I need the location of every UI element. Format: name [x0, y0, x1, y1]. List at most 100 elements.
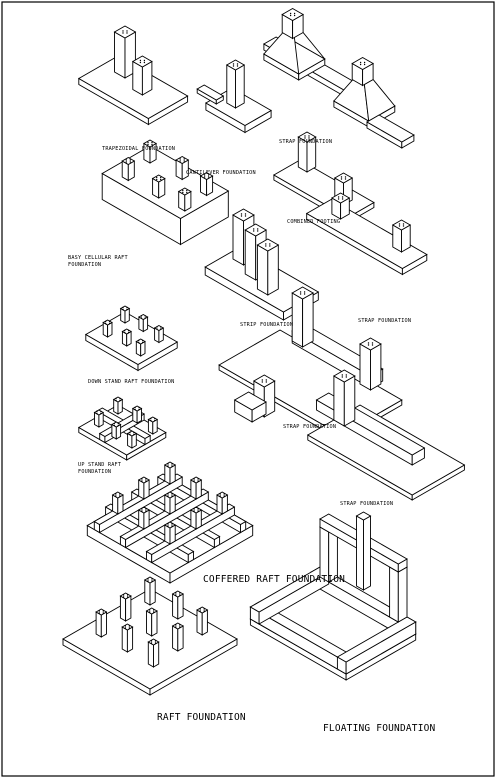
top-face: [391, 219, 412, 231]
label-raft: RAFT FOUNDATION: [157, 712, 246, 723]
front-face: [389, 566, 399, 623]
hatch-dot: [367, 342, 370, 344]
hatch-dot: [144, 317, 146, 319]
front-face: [147, 641, 154, 668]
top-face: [142, 139, 158, 148]
hatch-dot: [179, 594, 181, 596]
hatch-dot: [104, 322, 107, 325]
side-face: [177, 625, 184, 652]
hatch-dot: [122, 30, 124, 32]
raft-column-2: [196, 606, 209, 636]
hatch-dot: [126, 306, 128, 309]
hatch-dot: [138, 408, 140, 411]
label-strap-mid-right: STRAP FOUNDATION: [358, 318, 412, 324]
hatch-dot: [240, 215, 243, 217]
hatch-dot: [126, 32, 128, 34]
hatch-dot: [261, 381, 263, 383]
hatch-dot: [149, 609, 151, 611]
hatch-dot: [340, 176, 343, 178]
label-trapezoidal: TRAPEZOIDAL FOUNDATION: [102, 146, 176, 152]
raft-column-3: [119, 592, 132, 622]
hatch-dot: [367, 344, 370, 346]
top-face: [145, 607, 158, 615]
hatch-dot: [359, 63, 362, 66]
hatch-dot: [344, 178, 347, 180]
hatch-dot: [289, 12, 292, 15]
down-stand-raft-column-4: [121, 328, 133, 347]
hatch-dot: [96, 412, 98, 415]
front-face: [114, 31, 126, 79]
hatch-dot: [151, 578, 153, 580]
hatch-dot: [102, 612, 105, 614]
hatch-dot: [371, 342, 374, 344]
down-stand-raft-column-2: [153, 324, 165, 344]
top-face: [177, 187, 192, 196]
side-face: [302, 292, 314, 348]
down-stand-raft-column-0: [119, 305, 131, 324]
hatch-dot: [337, 198, 340, 200]
isometric-foundations: [62, 7, 466, 696]
front-face: [244, 229, 257, 281]
hatch-dot: [193, 480, 195, 482]
hatch-dot: [308, 135, 310, 137]
top-face: [225, 59, 246, 71]
hatch-dot: [133, 431, 135, 434]
top-face: [330, 192, 351, 204]
top-face: [189, 476, 203, 484]
hatch-dot: [303, 291, 306, 293]
hatch-dot: [143, 61, 146, 64]
hatch-dot: [236, 63, 239, 65]
hatch-dot: [145, 510, 147, 512]
hatch-dot: [171, 495, 173, 497]
hatch-dot: [154, 417, 156, 420]
hatch-dot: [141, 480, 143, 482]
front-face: [359, 343, 371, 391]
hatch-dot: [197, 478, 199, 480]
front-face: [95, 611, 102, 638]
cellular-raft-box: [101, 145, 230, 246]
hatch-dot: [171, 523, 173, 525]
hatch-dot: [115, 495, 117, 497]
strap-mid-right-column-1: [391, 219, 412, 253]
hatch-dot: [232, 63, 235, 65]
hatch-dot: [108, 322, 111, 325]
top-face: [95, 608, 108, 616]
hatch-dot: [303, 293, 306, 295]
hatch-dot: [119, 397, 121, 400]
raft-column-6: [95, 608, 108, 638]
side-face: [177, 593, 184, 620]
hatch-dot: [345, 376, 347, 378]
label-strap-low-right: STRAP FOUNDATION: [340, 501, 394, 507]
side-face: [100, 611, 107, 638]
top-face: [151, 174, 166, 183]
label-strap-center: STRAP FOUNDATION: [283, 424, 337, 430]
hatch-dot: [244, 215, 247, 217]
hatch-dot: [183, 158, 185, 160]
hatch-dot: [156, 326, 158, 328]
trapezoidal-column-tall: [113, 25, 137, 79]
front-face: [196, 609, 203, 636]
cantilever-column: [225, 59, 246, 109]
hatch-dot: [115, 493, 117, 495]
top-face: [336, 616, 417, 663]
hatch-dot: [113, 424, 116, 427]
top-face: [359, 337, 382, 351]
hatch-dot: [117, 424, 120, 427]
hatch-dot: [141, 478, 143, 480]
hatch-dot: [179, 160, 181, 162]
hatch-dot: [175, 592, 177, 594]
hatch-dot: [138, 406, 140, 409]
raft-column-4: [145, 607, 158, 637]
top-face: [355, 511, 372, 521]
hatch-dot: [143, 59, 146, 62]
hatch-dot: [98, 610, 101, 612]
coffered-raft-column-1: [189, 476, 203, 500]
hatch-dot: [167, 523, 169, 525]
hatch-dot: [299, 291, 302, 293]
side-face: [201, 609, 208, 636]
top-face: [163, 521, 177, 529]
hatch-dot: [398, 223, 401, 225]
top-face: [171, 590, 185, 598]
front-face: [256, 244, 269, 296]
hatch-dot: [363, 63, 366, 66]
